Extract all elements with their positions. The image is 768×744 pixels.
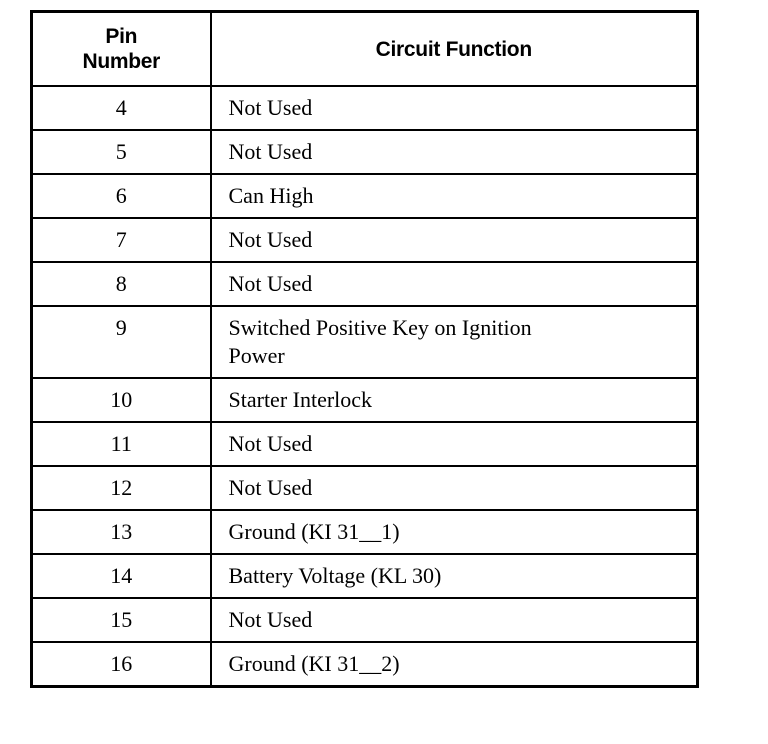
column-header-circuit-function: Circuit Function bbox=[209, 10, 699, 87]
cell-pin-number: 4 bbox=[30, 85, 212, 131]
cell-pin-number: 9 bbox=[30, 305, 212, 379]
cell-pin-number-value: 13 bbox=[110, 519, 133, 544]
cell-pin-number-value: 5 bbox=[115, 139, 127, 164]
cell-pin-number-value: 7 bbox=[115, 227, 127, 252]
cell-pin-number-value: 15 bbox=[110, 607, 133, 632]
cell-circuit-function-value: Not Used bbox=[228, 431, 313, 456]
cell-circuit-function: Ground (KI 31__1) bbox=[209, 509, 699, 555]
table-row: 12 Not Used bbox=[30, 465, 699, 511]
cell-circuit-function: Not Used bbox=[209, 129, 699, 175]
cell-circuit-function: Battery Voltage (KL 30) bbox=[209, 553, 699, 599]
column-header-pin-number-label: Pin Number bbox=[82, 25, 161, 73]
table-row: 6 Can High bbox=[30, 173, 699, 219]
cell-pin-number: 13 bbox=[30, 509, 212, 555]
cell-circuit-function-value: Battery Voltage (KL 30) bbox=[228, 563, 442, 588]
cell-circuit-function-value: Can High bbox=[228, 183, 314, 208]
column-header-pin-number: Pin Number bbox=[30, 10, 212, 87]
cell-pin-number-value: 14 bbox=[110, 563, 133, 588]
table-row: 7 Not Used bbox=[30, 217, 699, 263]
table-header-row: Pin Number Circuit Function bbox=[30, 10, 699, 87]
cell-circuit-function: Can High bbox=[209, 173, 699, 219]
cell-circuit-function: Switched Positive Key on Ignition Power bbox=[209, 305, 699, 379]
cell-circuit-function-value: Not Used bbox=[228, 95, 313, 120]
cell-pin-number-value: 12 bbox=[110, 475, 133, 500]
cell-circuit-function-value: Ground (KI 31__2) bbox=[228, 651, 400, 676]
table-row: 15 Not Used bbox=[30, 597, 699, 643]
cell-circuit-function-value: Not Used bbox=[228, 271, 313, 296]
cell-circuit-function: Starter Interlock bbox=[209, 377, 699, 423]
table-row: 5 Not Used bbox=[30, 129, 699, 175]
cell-pin-number: 7 bbox=[30, 217, 212, 263]
cell-circuit-function-value: Not Used bbox=[228, 475, 313, 500]
cell-circuit-function: Not Used bbox=[209, 421, 699, 467]
cell-pin-number-value: 6 bbox=[115, 183, 127, 208]
table-row: 9 Switched Positive Key on Ignition Power bbox=[30, 305, 699, 379]
table-row: 8 Not Used bbox=[30, 261, 699, 307]
table-row: 13 Ground (KI 31__1) bbox=[30, 509, 699, 555]
cell-circuit-function: Not Used bbox=[209, 597, 699, 643]
table-header: Pin Number Circuit Function bbox=[30, 10, 699, 87]
cell-circuit-function: Not Used bbox=[209, 465, 699, 511]
cell-circuit-function-value: Starter Interlock bbox=[228, 387, 373, 412]
cell-pin-number-value: 9 bbox=[115, 315, 127, 340]
cell-circuit-function-value: Not Used bbox=[228, 227, 313, 252]
cell-circuit-function-value: Switched Positive Key on Ignition Power bbox=[228, 315, 532, 368]
cell-pin-number: 8 bbox=[30, 261, 212, 307]
cell-pin-number-value: 8 bbox=[115, 271, 127, 296]
table-row: 10 Starter Interlock bbox=[30, 377, 699, 423]
cell-pin-number: 16 bbox=[30, 641, 212, 688]
cell-pin-number: 11 bbox=[30, 421, 212, 467]
table-row: 16 Ground (KI 31__2) bbox=[30, 641, 699, 688]
cell-pin-number: 15 bbox=[30, 597, 212, 643]
table-row: 11 Not Used bbox=[30, 421, 699, 467]
cell-pin-number-value: 16 bbox=[110, 651, 133, 676]
cell-pin-number: 14 bbox=[30, 553, 212, 599]
cell-pin-number-value: 4 bbox=[115, 95, 127, 120]
cell-pin-number: 5 bbox=[30, 129, 212, 175]
cell-circuit-function: Not Used bbox=[209, 85, 699, 131]
cell-pin-number-value: 10 bbox=[110, 387, 133, 412]
cell-circuit-function: Not Used bbox=[209, 261, 699, 307]
cell-circuit-function-value: Not Used bbox=[228, 139, 313, 164]
cell-circuit-function: Not Used bbox=[209, 217, 699, 263]
cell-circuit-function: Ground (KI 31__2) bbox=[209, 641, 699, 688]
table-row: 14 Battery Voltage (KL 30) bbox=[30, 553, 699, 599]
column-header-circuit-function-label: Circuit Function bbox=[375, 37, 532, 61]
table-row: 4 Not Used bbox=[30, 85, 699, 131]
cell-circuit-function-value: Ground (KI 31__1) bbox=[228, 519, 400, 544]
cell-pin-number: 10 bbox=[30, 377, 212, 423]
cell-circuit-function-value: Not Used bbox=[228, 607, 313, 632]
cell-pin-number-value: 11 bbox=[110, 431, 132, 456]
cell-pin-number: 6 bbox=[30, 173, 212, 219]
cell-pin-number: 12 bbox=[30, 465, 212, 511]
